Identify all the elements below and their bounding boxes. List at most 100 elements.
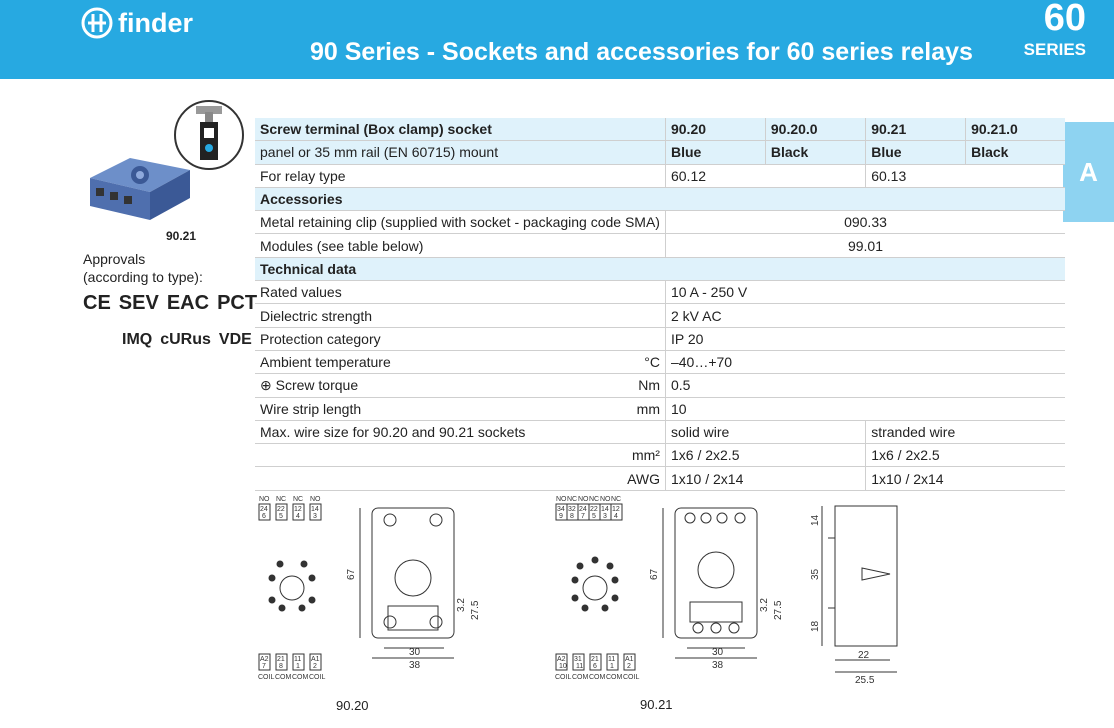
awg-unit: AWG — [627, 470, 660, 487]
spec-table: Screw terminal (Box clamp) socket 90.20 … — [255, 118, 1065, 491]
row-label: Ambient temperature — [260, 354, 391, 371]
dim-height-left: 67 — [346, 568, 357, 580]
approvals-line1: Approvals — [83, 251, 146, 267]
terminal-function-label: COIL — [555, 674, 571, 681]
terminal-number: A2 — [260, 656, 269, 663]
dim-18: 18 — [810, 620, 821, 632]
row-label: Wire strip length — [260, 400, 362, 417]
table-row: For relay type 60.12 60.13 — [255, 164, 1065, 188]
terminal-number: 21 — [277, 656, 285, 663]
terminal-number: 14 — [311, 506, 319, 513]
terminal-box — [555, 653, 568, 671]
dim-38-right: 38 — [712, 660, 724, 671]
table-row: Max. wire size for 90.20 and 90.21 socke… — [255, 420, 1065, 445]
row-value: 0.5 — [664, 373, 1065, 398]
table-row: AWG 1x10 / 2x14 1x10 / 2x14 — [255, 466, 1065, 491]
color-90-20: Blue — [664, 140, 766, 165]
terminal-function-label: COIL — [309, 674, 325, 681]
terminal-pin-number: 6 — [593, 663, 597, 670]
code-90-20: 90.20 — [664, 118, 766, 142]
color-90-21: Blue — [865, 140, 966, 165]
dim-22: 22 — [858, 650, 870, 661]
terminal-pin-number: 11 — [576, 663, 583, 670]
color-90-21-0: Black — [965, 140, 1065, 165]
terminal-pin-number: 3 — [313, 513, 317, 520]
header-row-2: panel or 35 mm rail (EN 60715) mount Blu… — [255, 140, 1065, 165]
header-band: finder 90 Series - Sockets and accessori… — [0, 0, 1114, 79]
terminal-number: 24 — [579, 506, 587, 513]
wiring-diagram-90-20 — [268, 560, 316, 612]
dim-275-right: 27.5 — [773, 600, 784, 620]
terminal-function-label: NC — [293, 496, 303, 503]
dim-30-left: 30 — [409, 647, 421, 658]
terminal-pin-number: 4 — [614, 513, 618, 520]
terminal-box — [292, 503, 305, 521]
terminal-box — [623, 653, 636, 671]
terminal-number: A2 — [557, 656, 566, 663]
dim-35: 35 — [810, 568, 821, 580]
row-label: Protection category — [255, 327, 666, 351]
terminal-function-label: NO — [578, 496, 589, 503]
terminal-pin-number: 7 — [581, 513, 585, 520]
terminal-function-label: NO — [259, 496, 270, 503]
terminal-box — [275, 653, 288, 671]
code-90-20-0: 90.20.0 — [764, 118, 866, 142]
socket-side-view — [821, 505, 898, 673]
mm2-unit: mm² — [631, 447, 660, 464]
dim-275-left: 27.5 — [470, 600, 481, 620]
section-row: Technical data — [255, 257, 1065, 282]
wire-size-label: Max. wire size for 90.20 and 90.21 socke… — [255, 420, 666, 445]
modules-value: 99.01 — [664, 233, 1065, 258]
terminal-pin-number: 1 — [296, 663, 300, 670]
page-title: 90 Series - Sockets and accessories for … — [310, 38, 973, 66]
terminal-box — [589, 653, 602, 671]
row-unit: mm — [636, 400, 660, 417]
clip-value: 090.33 — [664, 210, 1065, 235]
terminal-number: 31 — [574, 656, 582, 663]
terminal-box — [610, 503, 623, 521]
socket-type-title: Screw terminal (Box clamp) socket — [255, 118, 666, 142]
table-row: Modules (see table below) 99.01 — [255, 233, 1065, 258]
terminal-function-label: NO — [310, 496, 321, 503]
section-row: Accessories — [255, 187, 1065, 212]
terminal-box — [572, 653, 585, 671]
terminal-function-label: NC — [276, 496, 286, 503]
terminal-number: 11 — [294, 656, 301, 663]
table-row: Metal retaining clip (supplied with sock… — [255, 210, 1065, 235]
terminal-box — [275, 503, 288, 521]
awg-solid: 1x10 / 2x14 — [664, 466, 866, 491]
row-value: 10 A - 250 V — [664, 280, 1065, 305]
technical-title: Technical data — [255, 257, 666, 282]
table-row: mm² 1x6 / 2x2.5 1x6 / 2x2.5 — [255, 443, 1065, 468]
approvals-text: Approvals (according to type): — [83, 250, 203, 286]
table-row: Ambient temperature°C –40…+70 — [255, 350, 1065, 375]
terminal-function-label: COM — [589, 674, 606, 681]
mm2-stranded: 1x6 / 2x2.5 — [865, 443, 1065, 468]
terminal-pin-number: 2 — [313, 663, 317, 670]
imq-mark-icon: IMQ — [122, 331, 153, 348]
dim-height-right: 67 — [649, 568, 660, 580]
relay-type-60-12: 60.12 — [664, 164, 866, 188]
sev-mark-icon: SEV — [118, 292, 159, 314]
terminal-number: 21 — [591, 656, 599, 663]
technical-drawings: 67 30 38 3.2 27.5 67 30 38 3.2 27.5 14 3… — [258, 496, 898, 686]
relay-type-label: For relay type — [255, 164, 666, 188]
terminal-function-label: COM — [606, 674, 623, 681]
approvals-line2: (according to type): — [83, 269, 203, 285]
terminal-pin-number: 7 — [262, 663, 266, 670]
terminal-pin-number: 4 — [296, 513, 300, 520]
code-90-21: 90.21 — [865, 118, 966, 142]
pct-mark-icon: PCT — [217, 292, 258, 314]
awg-stranded: 1x10 / 2x14 — [865, 466, 1065, 491]
caption-90-21: 90.21 — [640, 697, 673, 712]
brand-name: finder — [118, 7, 194, 38]
row-value: IP 20 — [664, 327, 1065, 351]
certification-logos-row1: CE SEV EAC PCT — [83, 292, 257, 315]
relay-type-60-13: 60.13 — [865, 164, 1065, 188]
finder-logo-icon — [81, 7, 113, 39]
terminal-pin-number: 5 — [592, 513, 596, 520]
section-tab[interactable]: A — [1063, 122, 1114, 222]
terminal-number: 22 — [590, 506, 598, 513]
